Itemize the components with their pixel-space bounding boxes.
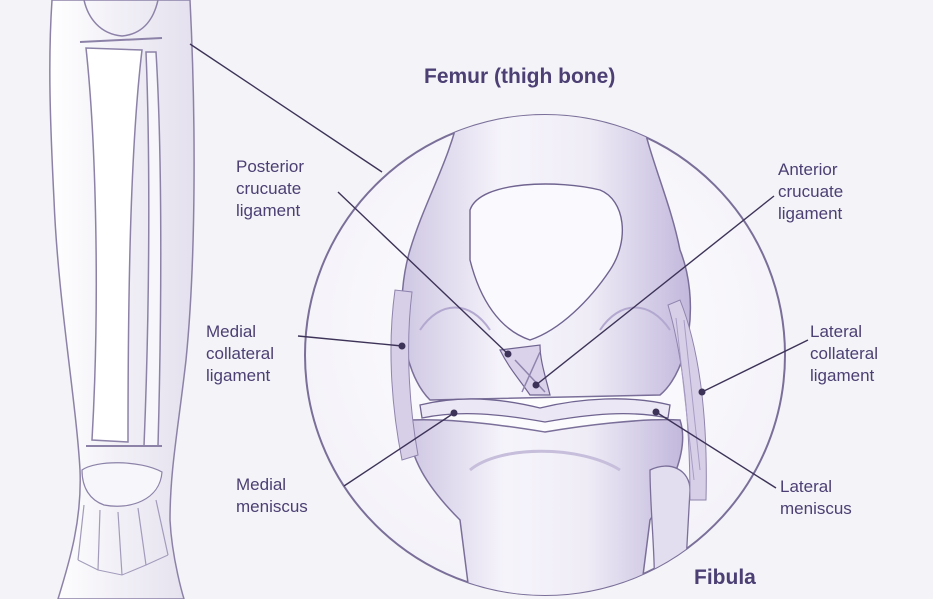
leg-illustration	[50, 0, 194, 599]
fibula-bone	[650, 466, 690, 599]
label-medial-collateral-ligament: Medial collateral ligament	[206, 321, 274, 387]
fibula-label: Fibula	[694, 566, 756, 590]
label-posterior-cruciate-ligament: Posterior crucuate ligament	[236, 156, 304, 222]
label-lateral-collateral-ligament: Lateral collateral ligament	[810, 321, 878, 387]
zoom-connector-line	[190, 44, 382, 172]
femur-title: Femur (thigh bone)	[424, 65, 615, 89]
label-lateral-meniscus: Lateral meniscus	[780, 476, 852, 520]
label-anterior-cruciate-ligament: Anterior crucuate ligament	[778, 159, 843, 225]
label-medial-meniscus: Medial meniscus	[236, 474, 308, 518]
